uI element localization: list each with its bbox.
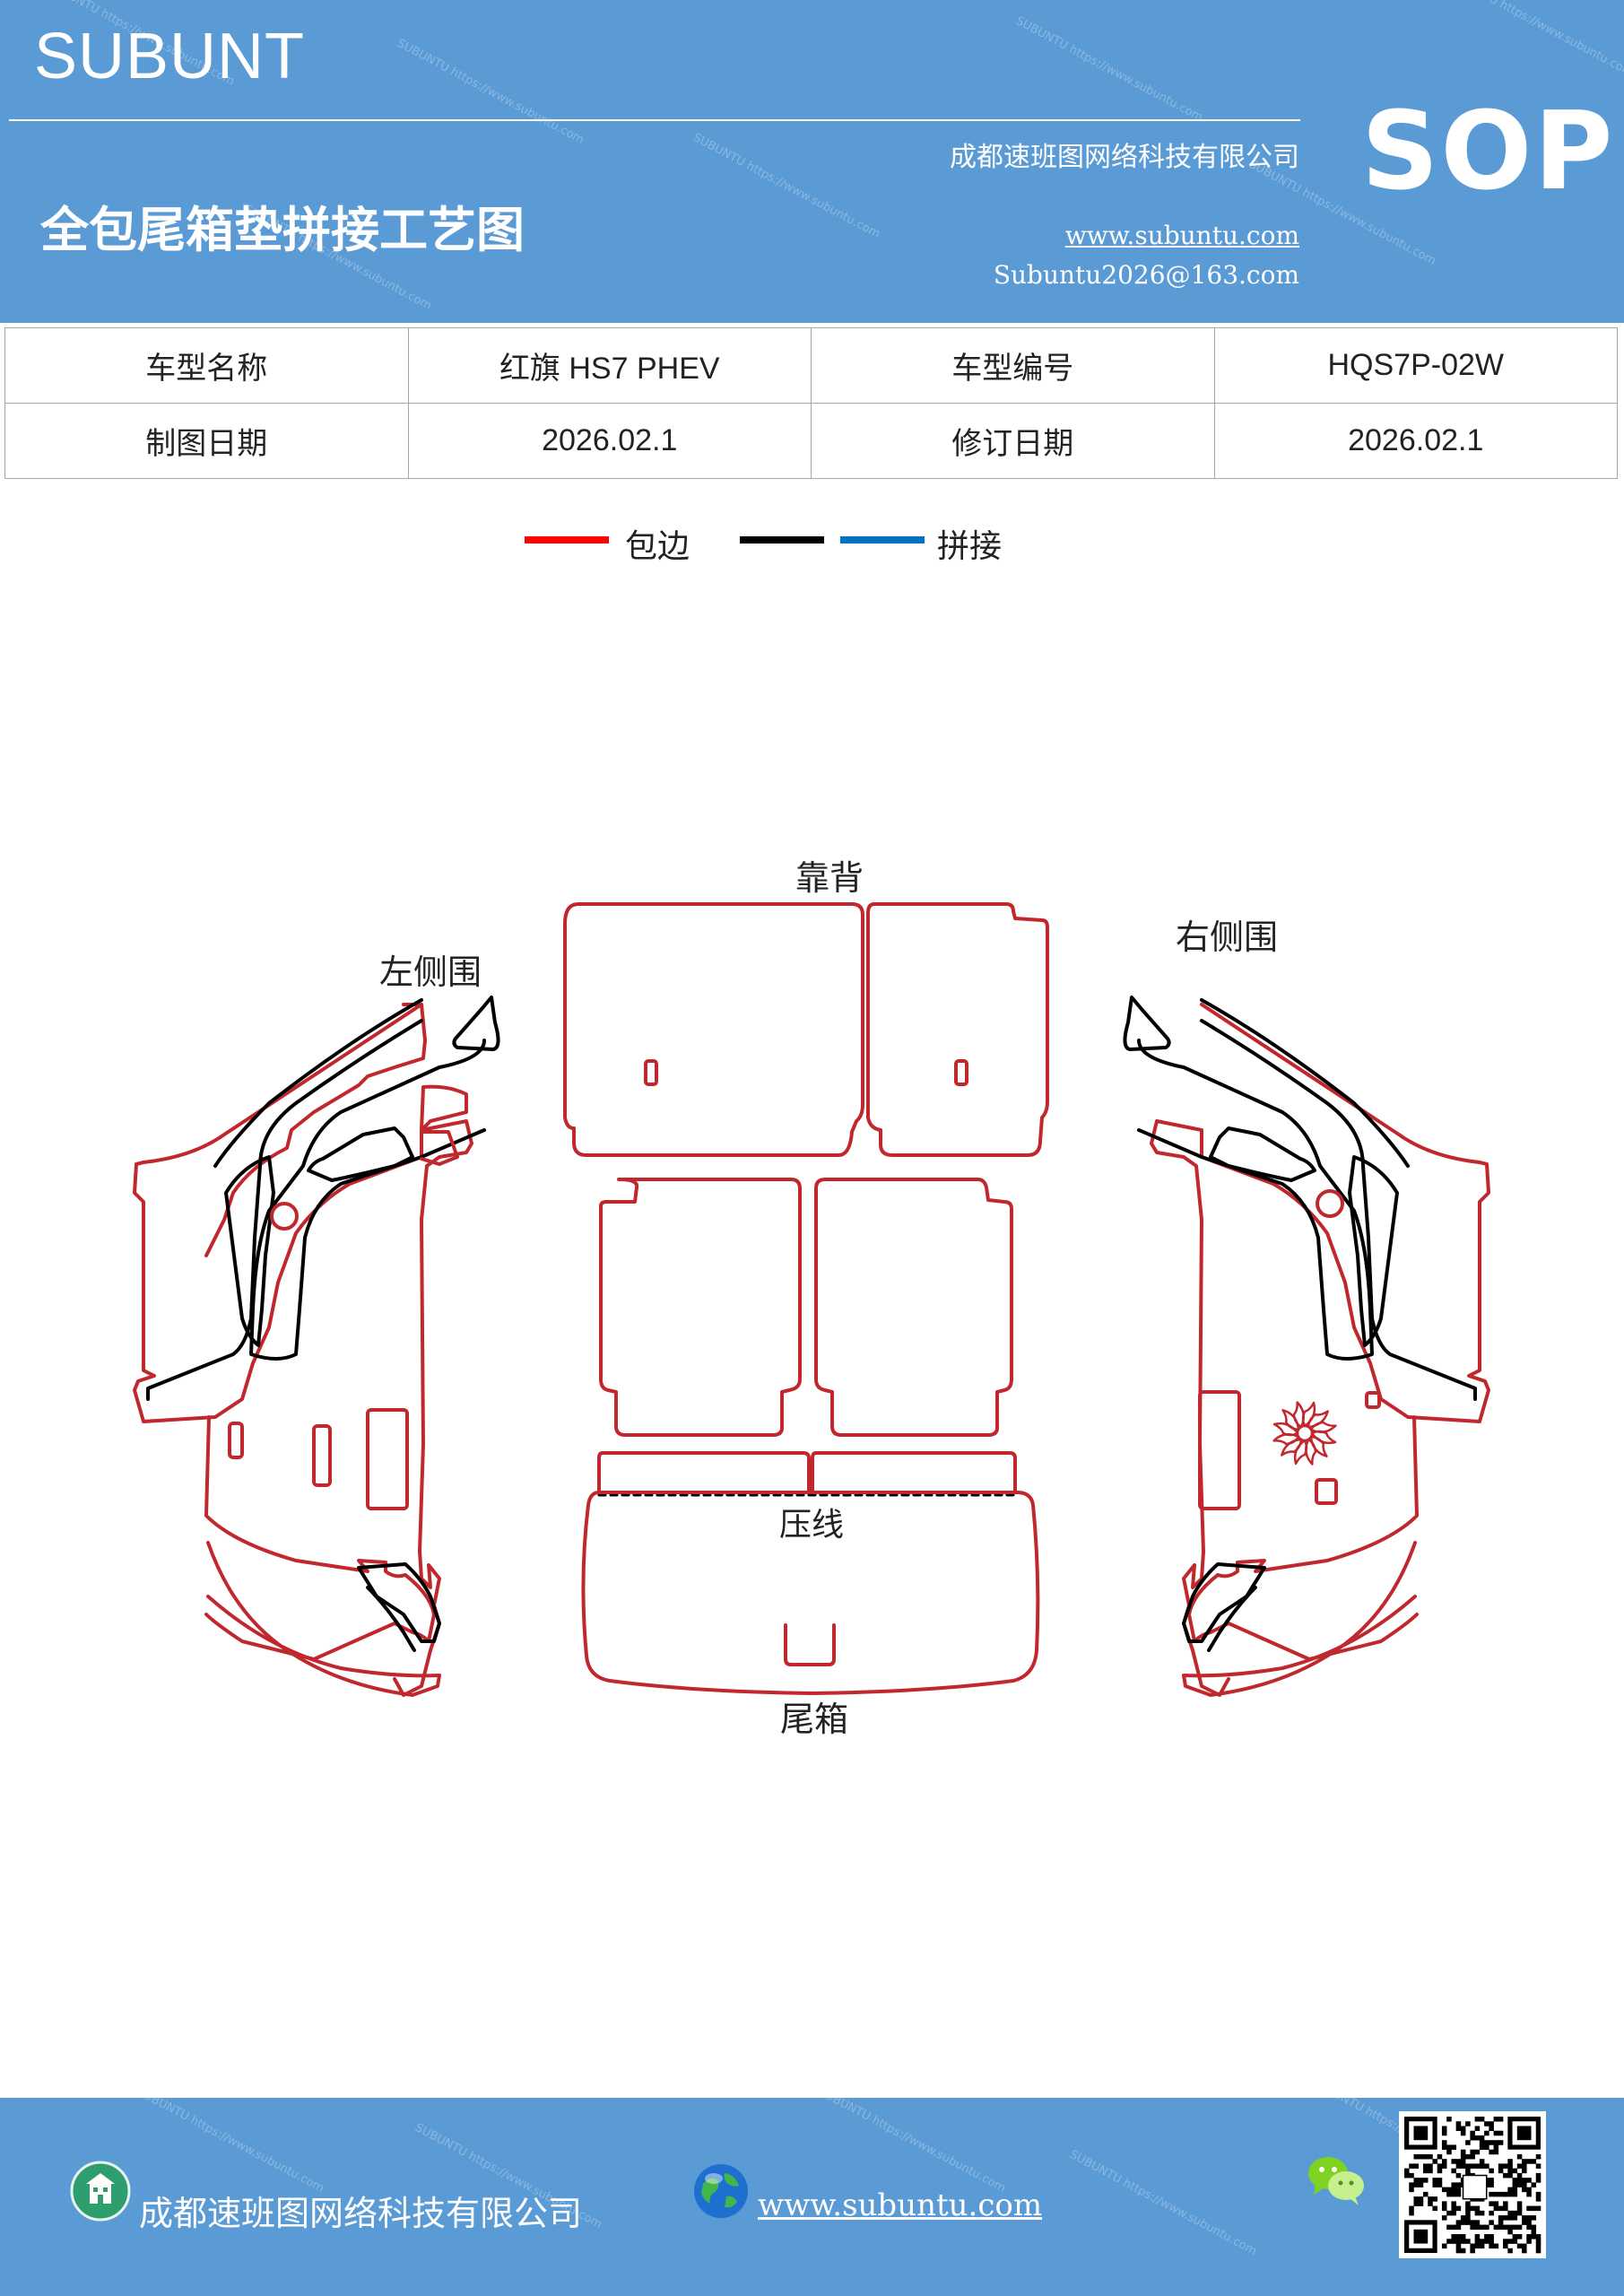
model-name-label: 车型名称: [4, 327, 409, 404]
watermark: SUBUNTU https://www.subuntu.com: [135, 2098, 326, 2196]
trunk-flap-left: [597, 1451, 811, 1494]
watermark: SUBUNTU https://www.subuntu.com: [1444, 0, 1624, 81]
line-legend: 包边 拼接: [0, 520, 1624, 574]
backrest-right-slot: [954, 1059, 968, 1086]
brand-logo-text: SUBUNT: [34, 21, 306, 92]
backrest-label: 靠背: [795, 858, 864, 898]
footer-company-name: 成都速班图网络科技有限公司: [139, 2194, 583, 2233]
globe-icon: [694, 2164, 748, 2218]
company-name: 成都速班图网络科技有限公司: [950, 142, 1299, 173]
sop-badge: SOP: [1361, 90, 1615, 214]
watermark: SUBUNTU https://www.subuntu.com: [1013, 13, 1205, 126]
watermark: SUBUNTU https://www.subuntu.com: [395, 36, 586, 148]
watermark: SUBUNTU https://www.subuntu.com: [690, 130, 882, 242]
trunk-flap-right: [811, 1451, 1017, 1494]
backrest-left-panel: [563, 902, 864, 1157]
legend-label-edge: 包边: [625, 528, 690, 565]
trunk-label: 尾箱: [780, 1700, 848, 1739]
table-row: 制图日期 2026.02.1 修订日期 2026.02.1: [4, 403, 1618, 479]
revision-date-label: 修订日期: [811, 403, 1215, 479]
footer-banner: SUBUNTU https://www.subuntu.com SUBUNTU …: [0, 2098, 1624, 2296]
legend-label-seam: 拼接: [937, 528, 1003, 565]
crease-label: 压线: [779, 1507, 844, 1544]
backrest-left-slot: [644, 1059, 658, 1086]
legend-swatch-edge: [525, 536, 609, 544]
drawing-date-value: 2026.02.1: [407, 403, 812, 479]
building-icon: [70, 2161, 131, 2222]
email-address: Subuntu2026@163.com: [993, 260, 1299, 290]
model-name-value: 红旗 HS7 PHEV: [407, 327, 812, 404]
qr-code-image: [1399, 2111, 1546, 2258]
right-side-swirl-cutout: [1272, 1401, 1337, 1465]
footer-website-link[interactable]: www.subuntu.com: [758, 2187, 1043, 2223]
document-title: 全包尾箱垫拼接工艺图: [40, 202, 525, 258]
left-side-panel: [133, 996, 500, 1697]
seat-right-panel: [814, 1178, 1013, 1437]
watermark: SUBUNTU https://www.subuntu.com: [1067, 2147, 1259, 2259]
legend-swatch-black: [740, 536, 824, 544]
left-side-label: 左侧围: [379, 952, 482, 992]
vehicle-info-table: 车型名称 红旗 HS7 PHEV 车型编号 HQS7P-02W 制图日期 202…: [4, 327, 1618, 479]
website-link[interactable]: www.subuntu.com: [1064, 221, 1299, 250]
trunk-floor-panel: [581, 1491, 1040, 1695]
trunk-mat-diagram: 靠背 压线 尾箱 左侧围: [133, 858, 1490, 1739]
model-code-label: 车型编号: [811, 327, 1215, 404]
legend-swatch-seam: [840, 536, 925, 544]
header-banner: SUBUNTU https://www.subuntu.com SUBUNTU …: [0, 0, 1624, 323]
model-code-value: HQS7P-02W: [1213, 327, 1618, 404]
seat-left-panel: [599, 1178, 802, 1437]
right-side-panel: [1123, 996, 1490, 1697]
drawing-date-label: 制图日期: [4, 403, 409, 479]
table-row: 车型名称 红旗 HS7 PHEV 车型编号 HQS7P-02W: [4, 327, 1618, 404]
right-side-label: 右侧围: [1176, 918, 1278, 957]
backrest-right-panel: [866, 902, 1049, 1157]
wechat-icon: [1308, 2157, 1364, 2205]
trunk-floor-notch: [784, 1623, 836, 1666]
watermark: SUBUNTU https://www.subuntu.com: [816, 2098, 1008, 2196]
revision-date-value: 2026.02.1: [1213, 403, 1618, 479]
header-divider: [9, 119, 1300, 121]
